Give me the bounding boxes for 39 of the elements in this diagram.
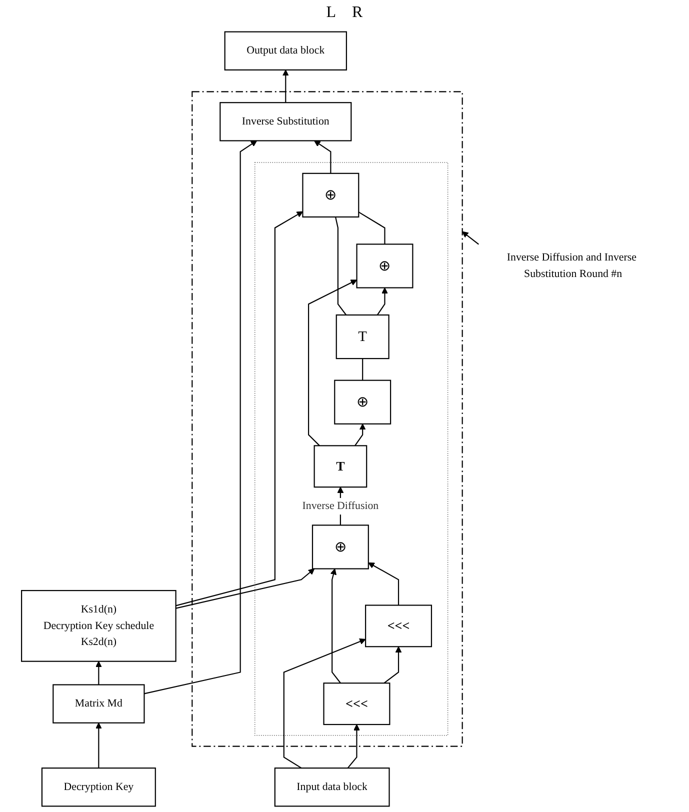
- arrow: [354, 424, 366, 446]
- connector: [362, 358, 364, 380]
- node-box: ⊕: [312, 524, 369, 570]
- connector: [358, 212, 386, 244]
- node-box: Input data block: [274, 768, 390, 807]
- node-box: T: [336, 314, 390, 360]
- arrow: [95, 722, 102, 768]
- arrow: [283, 638, 366, 769]
- node-box: ⊕: [334, 380, 392, 424]
- half-label: L: [326, 4, 336, 22]
- connector: [335, 216, 347, 316]
- cluster: [192, 91, 463, 747]
- node-box: Decryption Key: [41, 768, 156, 807]
- node-box: <<<: [365, 604, 432, 648]
- node-box: <<<: [323, 682, 390, 726]
- node-box: Output data block: [224, 31, 347, 70]
- half-label: R: [352, 4, 363, 22]
- node-box: ⊕: [302, 172, 360, 218]
- arrow: [282, 70, 289, 103]
- node-box: Inverse Substitution: [220, 102, 352, 142]
- node-text: Inverse Diffusion and Inverse Substitution Round #n: [506, 252, 636, 280]
- arrow: [347, 724, 360, 768]
- arrow: [308, 280, 358, 446]
- node-box: Ks1d(n) Decryption Key schedule Ks2d(n): [21, 590, 176, 662]
- node-box: T: [314, 445, 368, 488]
- cluster: [254, 162, 448, 736]
- arrow: [95, 661, 102, 685]
- arrow: [384, 646, 402, 684]
- arrow: [368, 562, 400, 606]
- arrow: [314, 140, 332, 174]
- arrow: [376, 287, 388, 316]
- edge-label: Inverse Diffusion: [302, 500, 379, 512]
- arrow: [176, 568, 315, 609]
- arrow: [144, 140, 258, 694]
- arrow: [176, 211, 304, 606]
- node-box: ⊕: [356, 244, 414, 288]
- arrow: [330, 568, 341, 684]
- node-box: Matrix Md: [52, 684, 145, 724]
- arrow: [462, 231, 479, 245]
